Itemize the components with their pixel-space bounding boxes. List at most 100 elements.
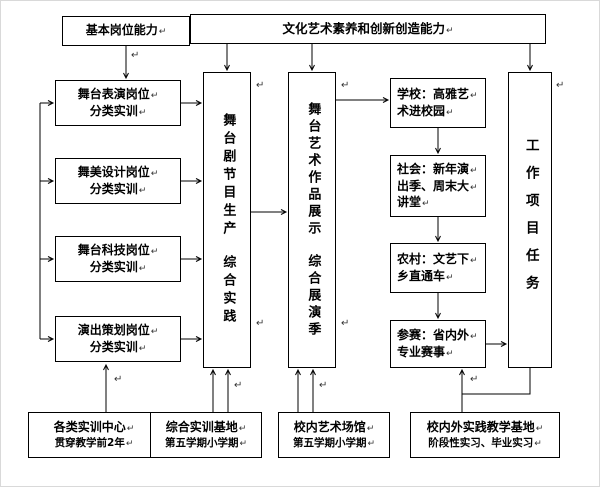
box-society-newyear-season: 社会：新年演↵ 出季、周末大↵ 讲堂↵ [390,155,486,217]
box-text: 参赛：省内外 [397,327,470,342]
box-text: 舞台剧节目生产 [220,113,236,239]
return-mark: ↵ [138,344,147,354]
box-text: 农村：文艺下 [397,251,470,266]
return-mark: ↵ [238,423,247,434]
box-culture-art-innovation-ability: 文化艺术素养和创新创造能力↵ [190,14,546,44]
box-text-line: 参赛：省内外↵ [397,327,478,344]
box-text-line: 舞台表演岗位↵ [78,86,159,103]
box-text-line: 讲堂↵ [397,194,430,211]
return-mark: ↵ [138,186,147,196]
box-text-line: 农村：文艺下↵ [397,251,478,268]
return-mark: ↵ [256,318,265,329]
box-text: 舞台科技岗位 [77,242,150,257]
box-text: 学校：高雅艺 [397,86,470,101]
box-text-line: 校内外实践教学基地↵ [427,419,544,436]
box-text-line: 校内艺术场馆↵ [294,419,375,436]
box-text-line: 演出策划岗位↵ [78,322,159,339]
return-mark: ↵ [470,165,478,176]
box-text: 贯穿教学前2年 [54,437,125,450]
box-text: 第五学期小学期 [292,437,367,450]
return-mark: ↵ [446,108,454,118]
box-text: 综合实践 [220,255,236,327]
box-text-line: 各类实训中心↵ [54,419,135,436]
box-campus-art-venues: 校内艺术场馆↵ 第五学期小学期↵ [278,412,390,458]
box-text: 综合实训基地 [165,419,238,434]
return-mark: ↵ [367,439,376,450]
box-work-project-tasks: 工作项目任务 [508,72,552,368]
return-mark: ↵ [150,168,159,179]
box-text: 出季、周末大 [397,178,470,193]
box-stage-design-training: 舞美设计岗位↵ 分类实训↵ [55,158,181,204]
return-mark: ↵ [239,439,248,450]
return-mark: ↵ [341,80,350,91]
box-text: 第五学期小学期 [164,437,239,450]
box-text-line: 学校：高雅艺↵ [397,86,478,103]
box-rural-art-express: 农村：文艺下↵ 乡直通车↵ [390,243,486,293]
box-text: 乡直通车 [397,269,446,283]
box-art-works-exhibition-season: 舞台艺术作品展示 综合展演季 [288,72,336,368]
return-mark: ↵ [126,423,135,434]
return-mark: ↵ [366,423,375,434]
box-text: 讲堂 [397,195,422,210]
return-mark: ↵ [341,318,350,329]
return-mark: ↵ [446,273,454,283]
box-text-line: 分类实训↵ [90,181,147,198]
return-mark: ↵ [138,264,147,274]
box-text: 舞美设计岗位 [77,164,150,179]
return-mark: ↵ [556,80,565,91]
box-school-elegant-art: 学校：高雅艺↵ 术进校园↵ [390,78,486,128]
return-mark: ↵ [125,439,134,450]
box-text: 基本岗位能力 [85,23,158,38]
box-text: 文化艺术素养和创新创造能力 [282,20,445,36]
box-text-line: 分类实训↵ [90,103,147,120]
box-text-line: 术进校园↵ [397,103,454,120]
box-text: 舞台艺术作品展示 [305,101,321,238]
box-practice-teaching-bases: 校内外实践教学基地↵ 阶段性实习、毕业实习↵ [410,412,560,458]
box-text-line: 专业赛事↵ [397,344,454,361]
box-text-line: 出季、周末大↵ [397,178,478,195]
box-text-line: 基本岗位能力↵ [86,22,167,39]
box-text-line: 综合实训基地↵ [166,419,247,436]
box-text-line: 贯穿教学前2年↵ [55,436,134,451]
return-mark: ↵ [422,199,430,210]
box-comprehensive-training-base: 综合实训基地↵ 第五学期小学期↵ [150,412,262,458]
return-mark: ↵ [534,439,542,450]
box-drama-program-production-practice: 舞台剧节目生产 综合实践 [203,72,251,368]
box-text-line: 舞美设计岗位↵ [78,164,159,181]
box-text: 分类实训 [89,104,138,118]
return-mark: ↵ [150,90,159,101]
return-mark: ↵ [470,374,479,385]
return-mark: ↵ [470,90,478,101]
box-text: 综合展演季 [305,253,321,339]
box-text: 工作项目任务 [522,137,539,303]
box-text: 阶段性实习、毕业实习 [428,437,534,450]
box-performance-planning-training: 演出策划岗位↵ 分类实训↵ [55,316,181,362]
box-text-line: 文化艺术素养和创新创造能力↵ [282,20,453,38]
box-basic-post-ability: 基本岗位能力↵ [62,16,190,46]
box-text-line: 乡直通车↵ [397,268,454,285]
return-mark: ↵ [150,246,159,257]
box-text: 校内外实践教学基地 [426,419,535,434]
box-text-line: 分类实训↵ [90,259,147,276]
box-text-line: 第五学期小学期↵ [293,436,375,451]
box-text: 术进校园 [397,104,446,118]
box-text-line: 分类实训↵ [90,339,147,356]
box-text: 分类实训 [89,340,138,354]
return-mark: ↵ [234,380,243,391]
box-text: 分类实训 [89,260,138,274]
box-text: 专业赛事 [397,345,446,359]
box-stage-performance-training: 舞台表演岗位↵ 分类实训↵ [55,80,181,126]
return-mark: ↵ [445,25,454,36]
box-text: 社会：新年演 [397,161,470,176]
box-stage-technology-training: 舞台科技岗位↵ 分类实训↵ [55,236,181,282]
return-mark: ↵ [470,331,478,342]
return-mark: ↵ [256,80,265,91]
box-text: 校内艺术场馆 [293,419,366,434]
box-text: 分类实训 [89,182,138,196]
return-mark: ↵ [114,374,123,385]
return-mark: ↵ [319,380,328,391]
box-text-line: 社会：新年演↵ [397,161,478,178]
box-text-line: 舞台科技岗位↵ [78,242,159,259]
box-text-line: 阶段性实习、毕业实习↵ [428,436,542,451]
